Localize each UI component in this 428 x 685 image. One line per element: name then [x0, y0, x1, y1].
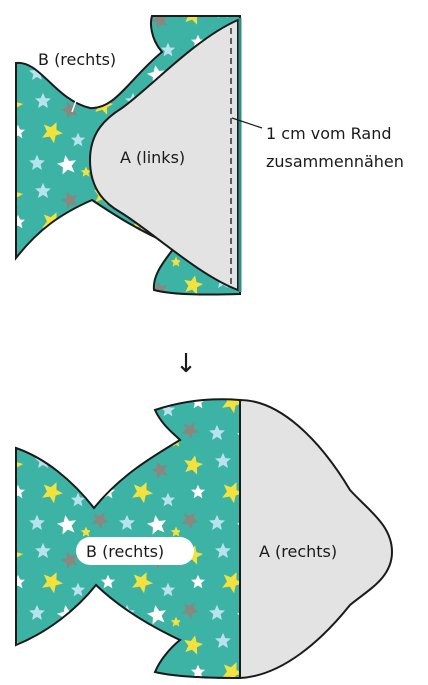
down-arrow-icon: ↓: [175, 349, 197, 379]
seam-note-leader: [231, 117, 263, 129]
fabric-piece-a-bottom: [239, 398, 394, 680]
seam-note-line2: zusammennähen: [266, 152, 404, 171]
label-b-bottom-bg: [76, 537, 194, 565]
top-step: B (rechts) A (links) 1 cm vom Rand zusam…: [15, 15, 404, 296]
label-b-bottom: B (rechts): [86, 542, 164, 561]
seam-note-line1: 1 cm vom Rand: [266, 124, 392, 143]
fabric-piece-a-top: [88, 18, 239, 292]
label-a-bottom: A (rechts): [259, 542, 337, 561]
label-b-leader: [71, 83, 83, 113]
bottom-step: B (rechts) A (rechts): [15, 398, 394, 680]
label-a-top: A (links): [120, 148, 185, 167]
label-b-top: B (rechts): [38, 50, 116, 69]
